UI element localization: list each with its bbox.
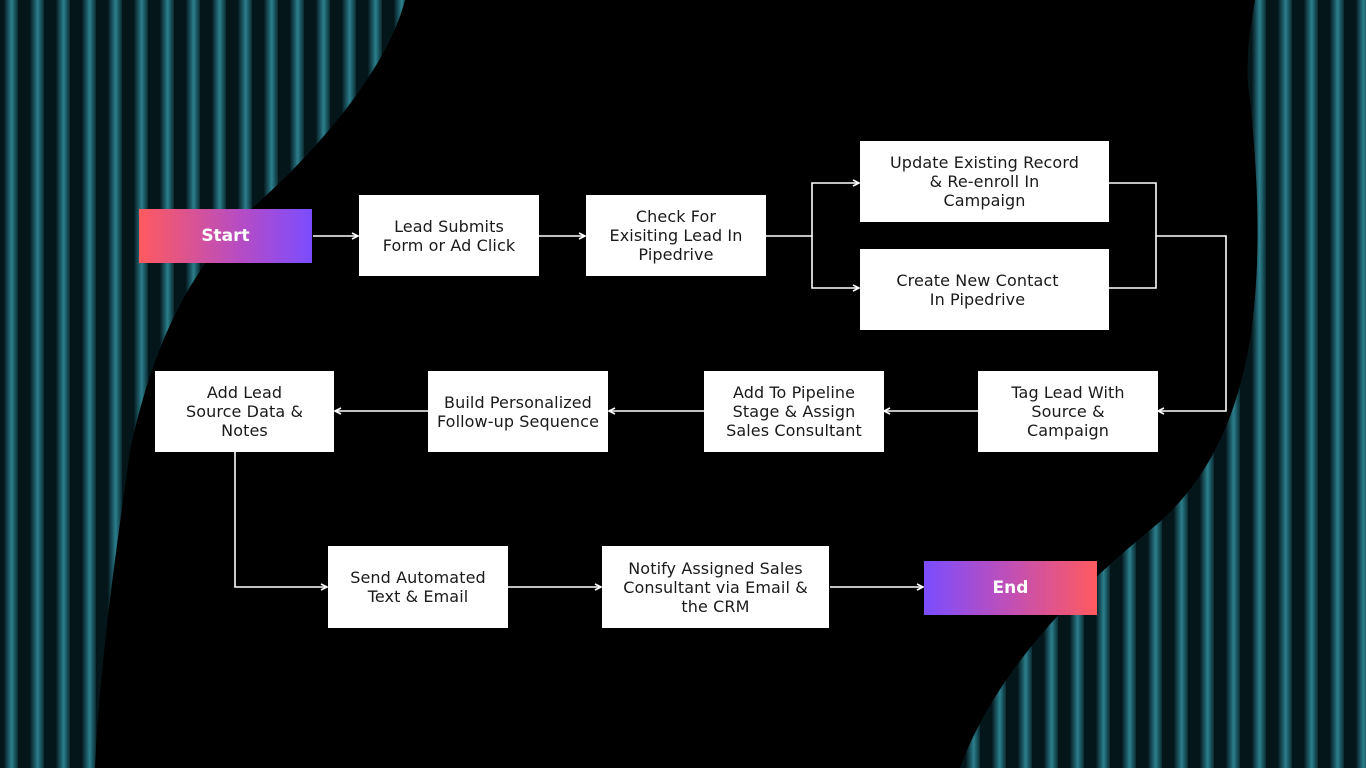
- start-label: Start: [201, 226, 250, 246]
- add-pipeline-node: Add To Pipeline Stage & Assign Sales Con…: [704, 371, 884, 452]
- build-sequence-label: Build Personalized Follow-up Sequence: [436, 392, 600, 431]
- create-contact-node: Create New Contact In Pipedrive: [860, 249, 1109, 330]
- edge-merge-to-tag: [1156, 235, 1227, 411]
- update-existing-label: Update Existing Record & Re-enroll In Ca…: [890, 153, 1079, 210]
- edge-update-to-merge: [1109, 182, 1157, 289]
- check-existing-label: Check For Exisiting Lead In Pipedrive: [609, 207, 743, 264]
- send-text-label: Send Automated Text & Email: [350, 568, 486, 606]
- add-source-node: Add Lead Source Data & Notes: [155, 371, 334, 452]
- notify-label: Notify Assigned Sales Consultant via Ema…: [623, 558, 808, 616]
- tag-lead-label: Tag Lead With Source & Campaign: [1011, 383, 1125, 440]
- edge-check-to-update: [766, 183, 859, 237]
- add-pipeline-label: Add To Pipeline Stage & Assign Sales Con…: [726, 383, 862, 440]
- update-existing-node: Update Existing Record & Re-enroll In Ca…: [860, 141, 1109, 222]
- lead-submits-node: Lead Submits Form or Ad Click: [359, 195, 539, 276]
- start-node: Start: [139, 209, 312, 263]
- edge-source-to-send: [234, 452, 327, 587]
- build-sequence-node: Build Personalized Follow-up Sequence: [428, 371, 608, 452]
- end-node: End: [924, 561, 1097, 615]
- send-text-node: Send Automated Text & Email: [328, 546, 508, 628]
- notify-node: Notify Assigned Sales Consultant via Ema…: [602, 546, 829, 628]
- edge-check-to-create: [811, 236, 859, 288]
- end-label: End: [992, 578, 1029, 598]
- lead-submits-label: Lead Submits Form or Ad Click: [382, 216, 516, 255]
- create-contact-label: Create New Contact In Pipedrive: [896, 270, 1059, 309]
- check-existing-node: Check For Exisiting Lead In Pipedrive: [586, 195, 766, 276]
- tag-lead-node: Tag Lead With Source & Campaign: [978, 371, 1158, 452]
- add-source-label: Add Lead Source Data & Notes: [185, 383, 304, 440]
